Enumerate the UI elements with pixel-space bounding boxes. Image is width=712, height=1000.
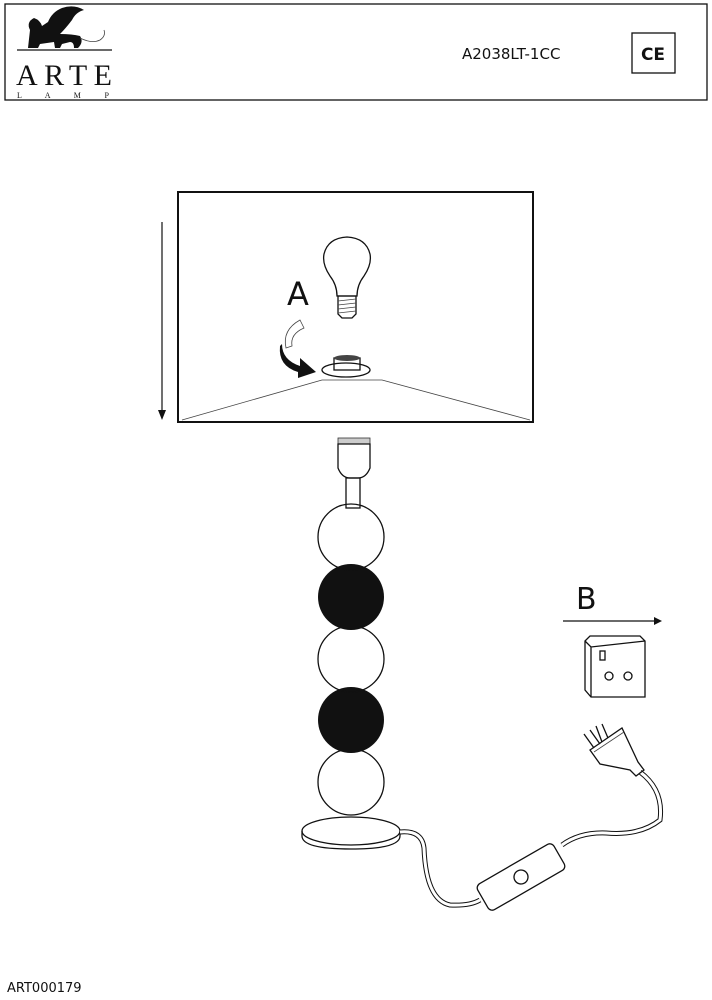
socket-ring-icon: [321, 355, 371, 378]
ball-black-4: [318, 687, 384, 753]
ball-white-5: [317, 748, 385, 816]
wall-outlet-icon: [584, 635, 646, 698]
shade-inner-ring: [181, 379, 531, 421]
document-code: ART000179: [7, 981, 82, 996]
right-arrow-head: [654, 617, 662, 625]
ball-white-1: [317, 503, 385, 571]
lion-tail: [79, 29, 105, 42]
down-arrow-head: [158, 410, 166, 420]
rotate-arrow-icon: [279, 319, 316, 378]
header-frame: [4, 3, 708, 101]
model-number: A2038LT-1CC: [462, 45, 560, 63]
switch-button[interactable]: [511, 867, 530, 886]
brand-name: ARTE: [16, 59, 112, 92]
inline-switch[interactable]: [475, 842, 566, 912]
ball-black-2: [318, 564, 384, 630]
plug-icon: [583, 723, 645, 777]
ce-mark-frame: [631, 32, 676, 74]
ce-mark: CE: [641, 45, 665, 65]
step-b-label: B: [576, 582, 597, 617]
ball-white-3: [317, 625, 385, 693]
winged-lion-icon: [28, 6, 84, 48]
lamp-socket: [337, 437, 371, 509]
lamp-base: [301, 816, 401, 846]
power-cord: [399, 829, 482, 908]
step-a-label: A: [287, 275, 309, 313]
light-bulb-icon: [322, 236, 372, 319]
brand-sub: L A M P: [17, 91, 110, 100]
lamp-base-side: [301, 831, 401, 850]
brand-logo: ARTE L A M P: [16, 6, 112, 100]
